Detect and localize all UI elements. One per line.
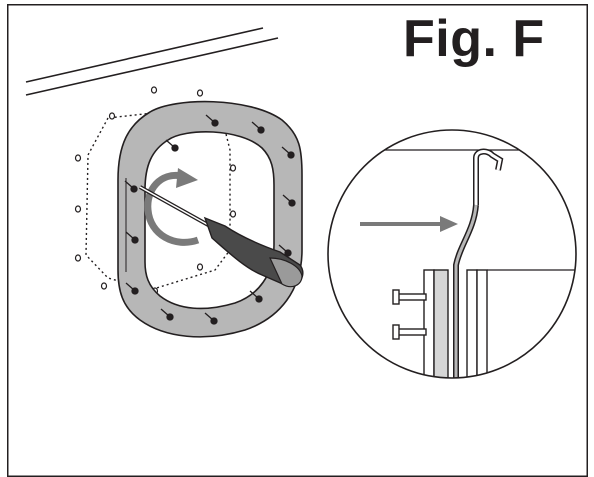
flange-screws: [124, 114, 296, 325]
cutout-dotted-outline: [85, 109, 231, 291]
figure-label: Fig. F: [403, 10, 545, 68]
window-flange: [117, 100, 303, 338]
detail-magnifier: [327, 129, 577, 379]
installation-diagram: [7, 4, 588, 477]
screwdriver-icon: [139, 185, 304, 288]
rotation-arrow-icon: [144, 168, 200, 246]
wall-edge: [25, 27, 279, 96]
direction-arrow-icon: [360, 216, 458, 232]
figure-frame: Fig. F: [7, 4, 588, 477]
